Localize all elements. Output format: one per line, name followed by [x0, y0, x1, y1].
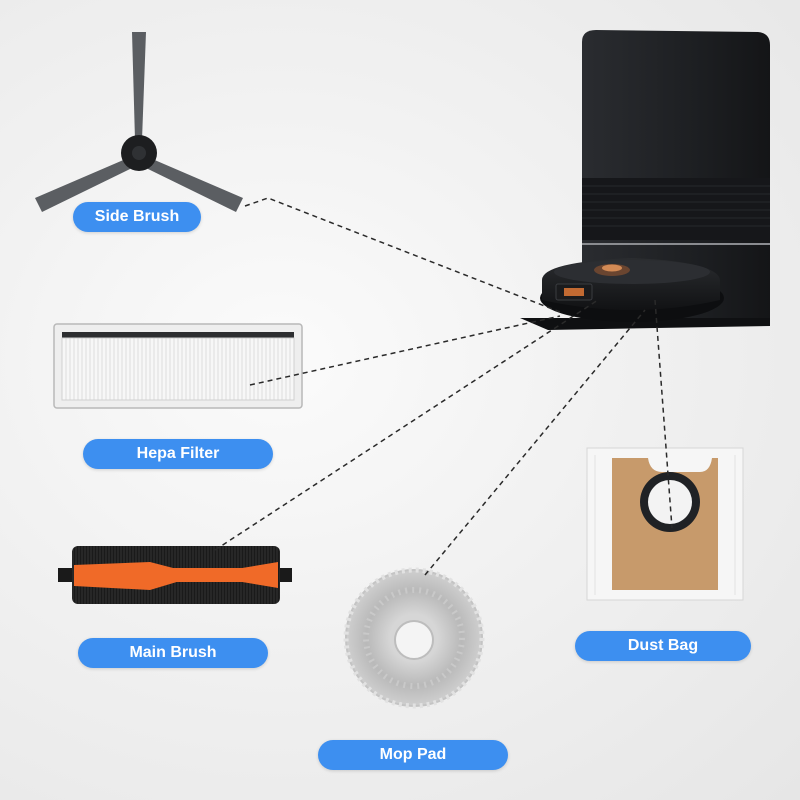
- side-brush-label: Side Brush: [73, 202, 201, 232]
- leader-line-hepa-filter: [249, 315, 561, 386]
- leader-line-dust-bag: [654, 299, 673, 529]
- docking-station-image: [520, 30, 770, 330]
- leader-lines: [214, 197, 673, 576]
- side-brush-image: [35, 32, 243, 212]
- hepa-filter-label: Hepa Filter: [83, 439, 273, 469]
- dust-bag-label: Dust Bag: [575, 631, 751, 661]
- main-brush-label: Main Brush: [78, 638, 268, 668]
- main-brush-image: [58, 546, 292, 604]
- hepa-filter-image: [53, 323, 303, 409]
- mop-pad-image: [343, 567, 485, 709]
- leader-line-mop-pad: [424, 309, 646, 576]
- mop-pad-label: Mop Pad: [318, 740, 508, 770]
- leader-line-main-brush: [214, 299, 599, 551]
- dust-bag-image: [586, 447, 744, 601]
- leader-line-side-brush: [244, 197, 561, 313]
